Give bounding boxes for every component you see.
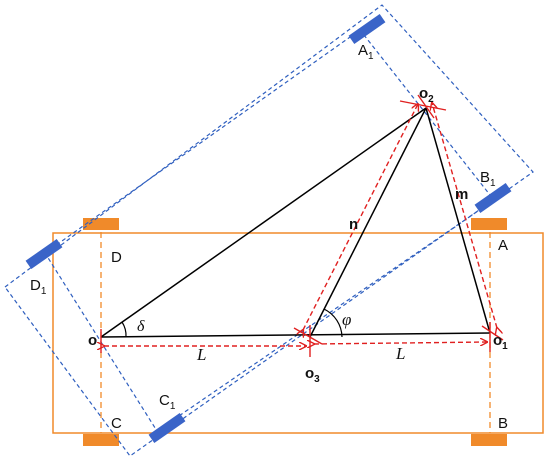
dimension-m (432, 103, 497, 328)
wheel-D1 (25, 239, 63, 269)
wheel-D (83, 218, 119, 230)
label-o3: o3 (305, 365, 320, 385)
label-o: o (88, 332, 97, 349)
wheel-C1 (148, 413, 186, 443)
cross-o3 (293, 325, 323, 357)
label-o2: o2 (419, 85, 434, 105)
label-A1: A1 (358, 42, 374, 62)
label-D: D (111, 249, 122, 266)
angle-arc-delta (121, 321, 127, 338)
label-phi: φ (342, 310, 351, 329)
label-A: A (498, 237, 508, 254)
cross-o1 (481, 322, 504, 352)
wheel-A (471, 218, 507, 230)
wheel-A1 (348, 14, 386, 44)
line-o-o1 (100, 332, 491, 338)
label-n: n (349, 216, 358, 233)
wheel-B (471, 434, 507, 446)
dimension-L-right (314, 342, 487, 344)
dimension-n (303, 104, 418, 330)
label-D1: D1 (30, 277, 47, 297)
label-m: m (455, 186, 468, 203)
label-C1: C1 (159, 392, 176, 412)
vehicle-body-rotated-outer (4, 4, 534, 457)
label-delta: δ (137, 318, 145, 335)
cross-o2 (399, 94, 447, 119)
label-L-right: L (395, 344, 405, 363)
wheel-C (83, 434, 119, 446)
label-o1: o1 (493, 332, 508, 352)
label-B1: B1 (480, 169, 496, 189)
line-o3-o2 (309, 107, 427, 338)
label-L-left: L (196, 345, 206, 364)
line-o-o2 (100, 107, 427, 338)
label-B: B (498, 415, 508, 432)
label-C: C (111, 415, 122, 432)
